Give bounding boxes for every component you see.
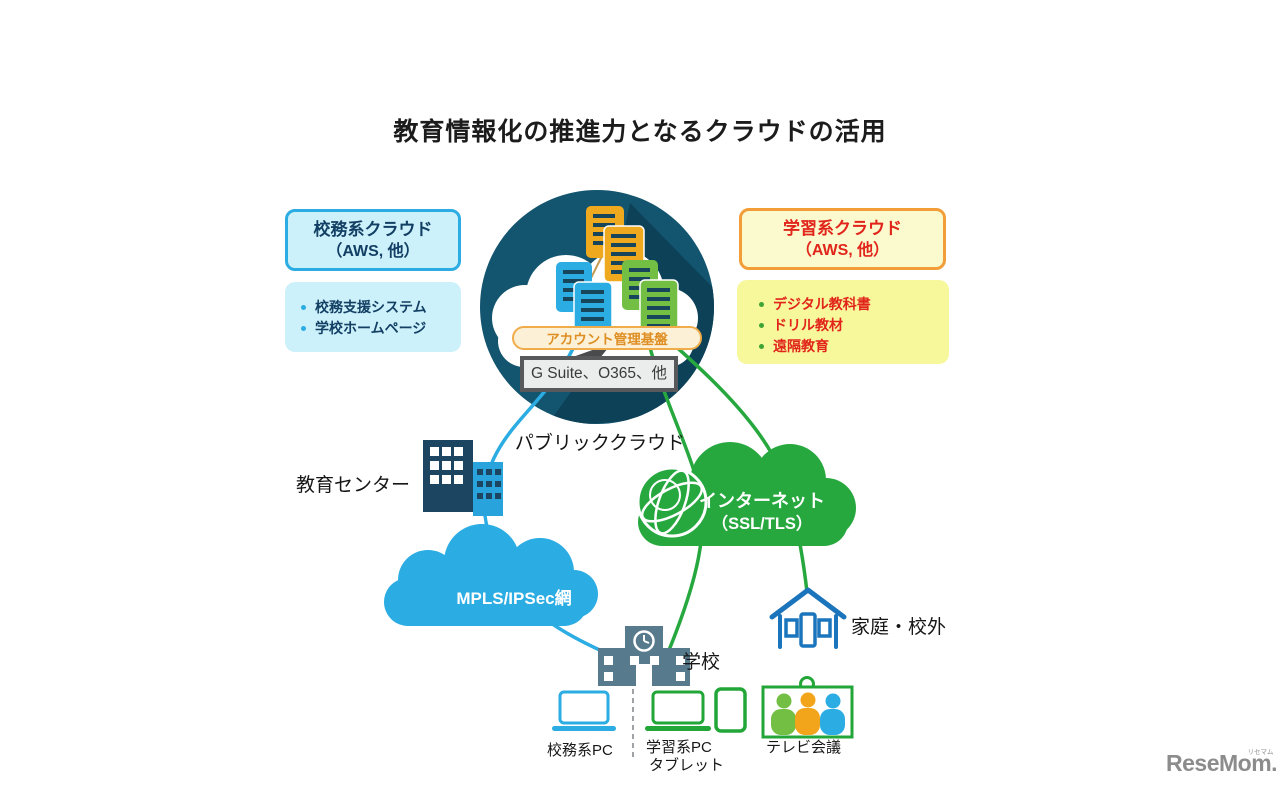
page-title: 教育情報化の推進力となるクラウドの活用	[393, 118, 887, 146]
bullet-dot	[301, 305, 306, 310]
komu-cloud-items: 校務支援システム 学校ホームページ	[285, 282, 461, 352]
list-item: 校務支援システム	[301, 297, 461, 318]
tablet-label: タブレット	[649, 757, 725, 774]
school-label: 学校	[682, 652, 721, 673]
list-item: ドリル教材	[759, 315, 949, 336]
list-item-label: 遠隔教育	[773, 338, 829, 354]
gakushu-cloud-subtitle: （AWS, 他）	[795, 241, 890, 259]
komu-cloud-box: 校務系クラウド （AWS, 他）	[285, 209, 461, 271]
list-item-label: デジタル教科書	[773, 296, 871, 312]
bullet-dot	[301, 326, 306, 331]
internet-label: インターネット （SSL/TLS）	[662, 489, 862, 535]
globe-icon	[636, 466, 708, 538]
public-cloud-label: パブリッククラウド	[514, 433, 686, 454]
tv-conference-icon	[761, 676, 854, 739]
education-center-building-icon	[423, 440, 503, 516]
list-item: 遠隔教育	[759, 336, 949, 357]
komu-laptop-icon	[552, 690, 616, 731]
gakushu-laptop-icon	[645, 690, 711, 731]
education-center-label: 教育センター	[296, 475, 411, 496]
gakushu-cloud-title: 学習系クラウド	[783, 218, 902, 238]
school-building-icon	[598, 626, 690, 686]
internet-label-line2: （SSL/TLS）	[711, 515, 813, 533]
komu-cloud-subtitle: （AWS, 他）	[326, 242, 420, 260]
tablet-icon	[714, 687, 747, 733]
gakushu-cloud-items: デジタル教科書 ドリル教材 遠隔教育	[737, 280, 949, 364]
logo-text: ReseMom	[1166, 750, 1272, 776]
server-stack-green-icon	[622, 260, 679, 335]
bullet-dot	[759, 344, 764, 349]
internet-label-line1: インターネット	[699, 491, 825, 511]
gsuite-o365-callout: G Suite、O365、他	[520, 356, 678, 392]
account-management-label: アカウント管理基盤	[512, 326, 702, 350]
list-item-label: ドリル教材	[773, 317, 843, 333]
list-item-label: 学校ホームページ	[315, 320, 427, 336]
komu-cloud-title: 校務系クラウド	[313, 219, 433, 239]
logo-period: .	[1271, 750, 1278, 776]
list-item: 学校ホームページ	[301, 318, 461, 339]
gakushu-pc-label: 学習系PC	[646, 739, 712, 756]
logo-ruby-text: リセマム	[1247, 749, 1274, 756]
bullet-dot	[759, 302, 764, 307]
mpls-cloud-icon	[384, 524, 598, 626]
bullet-dot	[759, 323, 764, 328]
tv-conference-label: テレビ会議	[766, 739, 842, 756]
home-label: 家庭・校外	[851, 617, 947, 638]
list-item: デジタル教科書	[759, 294, 949, 315]
gakushu-cloud-box: 学習系クラウド （AWS, 他）	[739, 208, 946, 270]
list-item-label: 校務支援システム	[315, 299, 427, 315]
komu-pc-label: 校務系PC	[547, 742, 613, 759]
home-icon	[769, 587, 847, 649]
server-stack-blue-icon	[556, 262, 613, 337]
mpls-label: MPLS/IPSec網	[456, 589, 572, 608]
